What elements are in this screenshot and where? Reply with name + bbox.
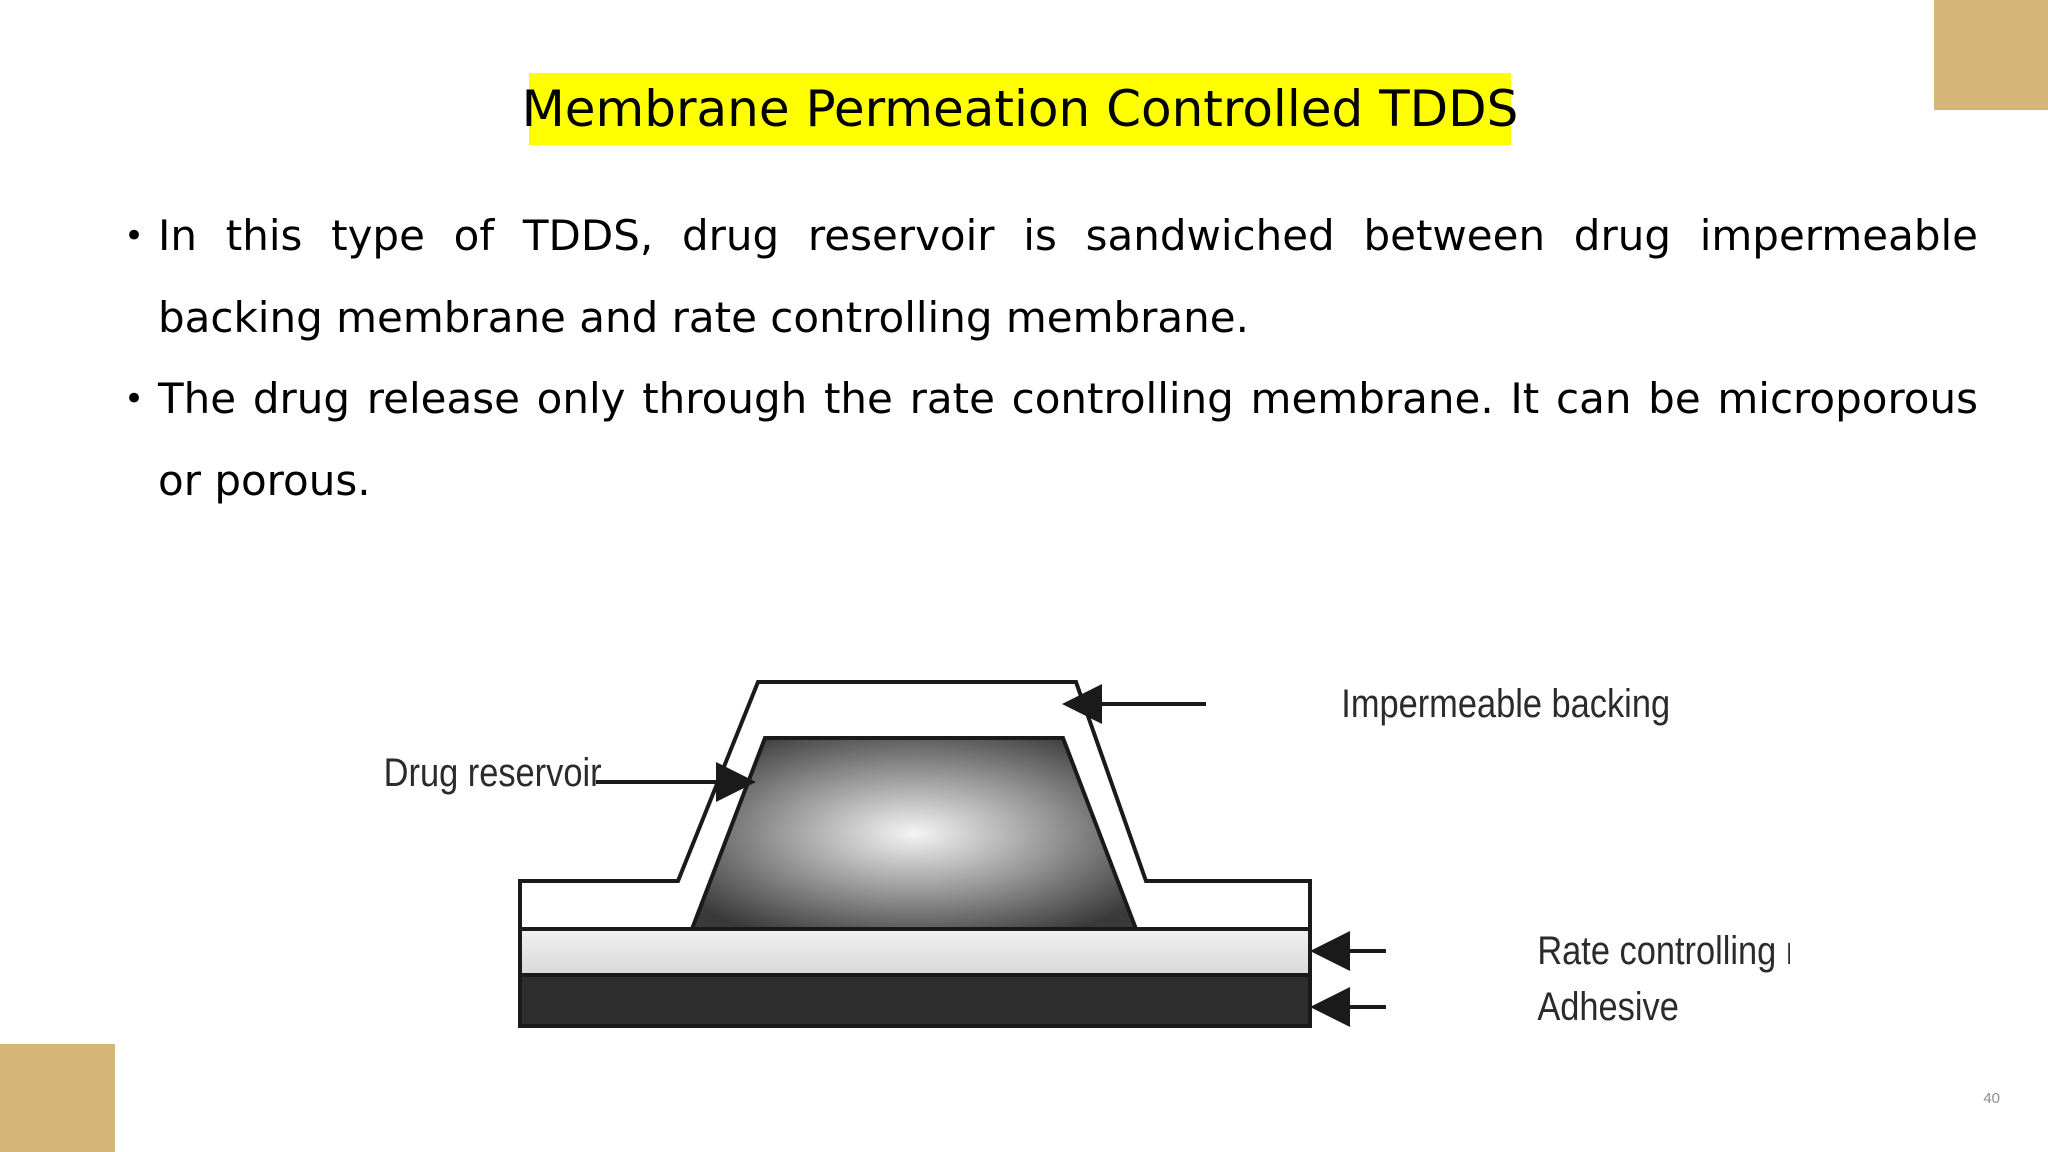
- bullet-item: • The drug release only through the rate…: [124, 358, 1978, 522]
- impermeable-backing-label: Impermeable backing: [1341, 681, 1670, 726]
- drug-reservoir-shape: [689, 736, 1139, 931]
- page-number: 40: [1983, 1090, 2000, 1107]
- bullet-dot: •: [124, 379, 145, 419]
- tdds-diagram: Drug reservoir Impermeable backing Rate …: [384, 680, 1790, 1029]
- corner-accent-bottom-left: [0, 1044, 115, 1152]
- title-highlight: Membrane Permeation Controlled TDDS: [522, 73, 1518, 145]
- bullet-text: In this type of TDDS, drug reservoir is …: [158, 211, 1978, 342]
- slide-title: Membrane Permeation Controlled TDDS: [521, 80, 1519, 138]
- bullet-dot: •: [124, 216, 145, 256]
- bullet-item: • In this type of TDDS, drug reservoir i…: [124, 195, 1978, 359]
- corner-accent-top-right: [1934, 0, 2048, 110]
- drug-reservoir-label: Drug reservoir: [384, 750, 602, 795]
- rate-controlling-membrane-label: Rate controlling membrane: [1537, 928, 1790, 973]
- bullet-text: The drug release only through the rate c…: [158, 374, 1978, 505]
- adhesive-label: Adhesive: [1537, 984, 1678, 1029]
- adhesive-layer: [518, 973, 1312, 1028]
- rate-controlling-membrane-layer: [518, 927, 1312, 977]
